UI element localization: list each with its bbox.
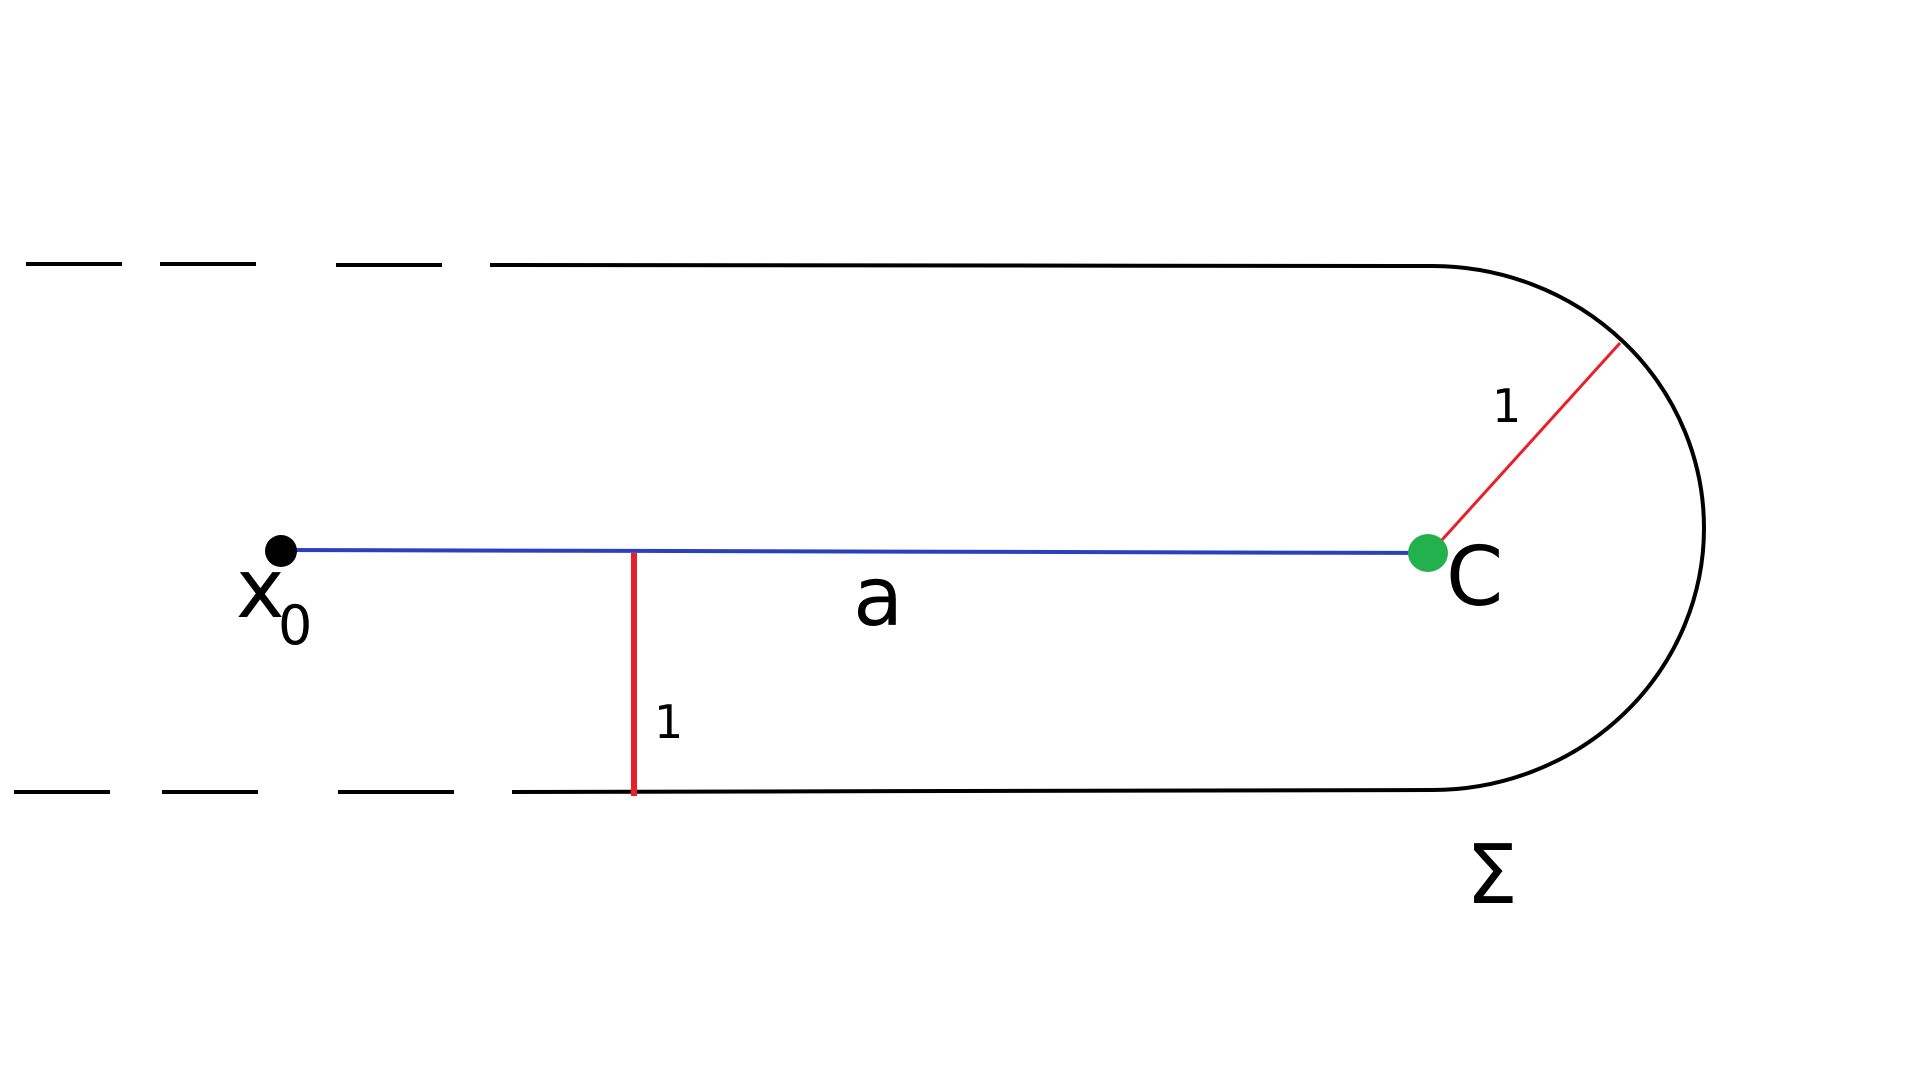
boundary-cap-arc xyxy=(1431,264,1706,792)
point-c xyxy=(1408,534,1448,572)
label-radius-diagonal: 1 xyxy=(1492,379,1521,433)
bottom-boundary-solid xyxy=(511,788,1433,794)
top-boundary-dashed xyxy=(26,262,442,267)
segment-x0-c xyxy=(280,548,1429,555)
label-sigma: Σ xyxy=(1466,828,1518,923)
label-x0-main: x xyxy=(236,542,285,637)
label-x0-subscript: 0 xyxy=(278,594,312,657)
label-a: a xyxy=(853,550,903,645)
point-x0 xyxy=(265,535,297,567)
label-c: C xyxy=(1446,530,1503,625)
label-radius-vertical: 1 xyxy=(654,695,683,749)
radius-diagonal xyxy=(1430,341,1622,553)
top-boundary-solid xyxy=(489,263,1433,268)
